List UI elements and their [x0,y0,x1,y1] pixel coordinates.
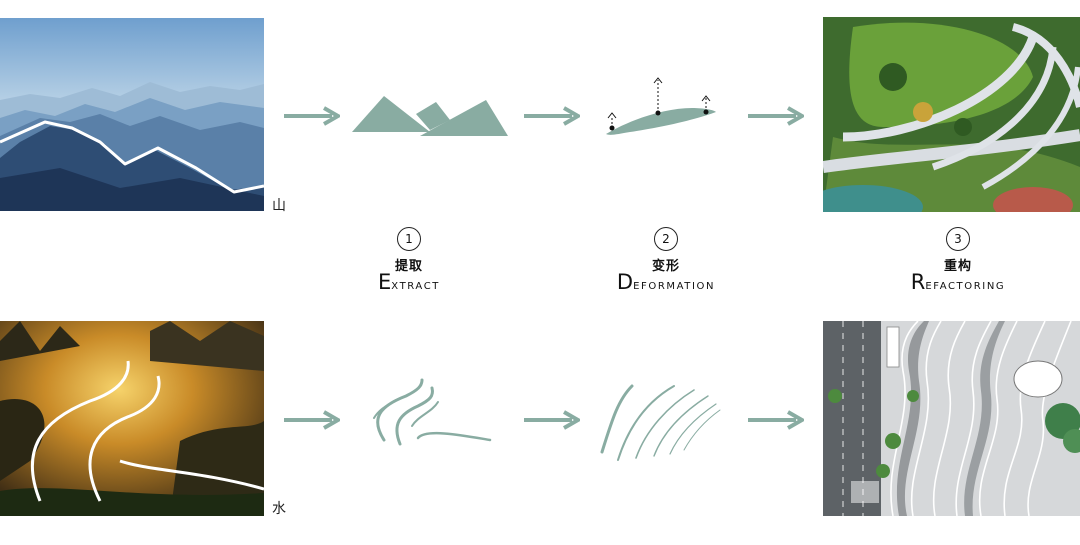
arrow-right-icon [748,106,804,126]
step-refactoring: 3 重构 REFACTORING [878,227,1038,297]
step-title-cn: 重构 [943,259,972,274]
arrow-right-icon [524,106,580,126]
arrow-right-icon [284,410,340,430]
row-label-water: 水 [272,501,286,517]
plaza-aerial-photo [823,321,1080,516]
mountain-photo [0,18,264,211]
step-number: 1 [397,227,421,251]
arrow-right-icon [284,106,340,126]
water-river-photo [0,321,264,516]
arrow-right-icon [524,410,580,430]
step-title-cn: 变形 [651,259,680,274]
step-title-en: EXTRACT [378,270,440,294]
extract-water-lines [373,378,492,446]
deformation-water-lines [600,384,721,461]
step-title-en: DEFORMATION [616,270,716,294]
step-title-en: REFACTORING [910,270,1006,294]
step-extract: 1 提取 EXTRACT [329,227,489,297]
extract-mountain-shape [352,96,508,136]
step-title-cn: 提取 [394,259,423,274]
arrow-right-icon [748,410,804,430]
step-number: 3 [946,227,970,251]
step-deformation: 2 变形 DEFORMATION [586,227,746,297]
park-aerial-photo [823,17,1080,212]
deformation-mountain-shape [606,77,716,135]
step-number: 2 [654,227,678,251]
row-label-mountain: 山 [272,198,286,214]
